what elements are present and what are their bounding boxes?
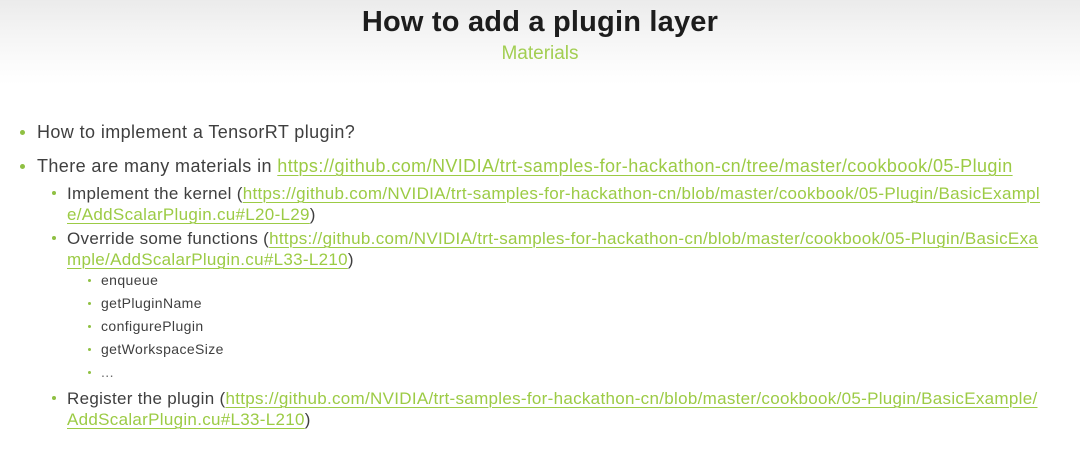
bullet-item-question: How to implement a TensorRT plugin?: [20, 122, 1048, 143]
register-text: Register the plugin (: [67, 389, 226, 408]
function-list: enqueue getPluginName configurePlugin ge…: [0, 272, 1048, 380]
list-item-function: configurePlugin: [88, 318, 1048, 334]
function-name: enqueue: [101, 272, 159, 288]
list-item-function: getWorkspaceSize: [88, 341, 1048, 357]
bullet-dot-icon: [20, 130, 25, 135]
page-subtitle: Materials: [501, 43, 579, 64]
bullet-dot-icon: [88, 371, 91, 374]
bullet-dot-icon: [20, 164, 25, 169]
materials-text: There are many materials in: [37, 156, 278, 176]
bullet-item-materials: There are many materials in https://gith…: [20, 156, 1048, 177]
page-title: How to add a plugin layer: [361, 6, 719, 38]
register-text-suffix: ): [304, 410, 311, 429]
list-item-function: getPluginName: [88, 295, 1048, 311]
kernel-text-suffix: ): [309, 205, 316, 224]
bullet-dot-icon: [52, 236, 56, 240]
materials-repo-link[interactable]: https://github.com/NVIDIA/trt-samples-fo…: [277, 156, 1013, 176]
override-text: Override some functions (: [67, 229, 270, 248]
bullet-dot-icon: [88, 302, 91, 305]
list-item-function: enqueue: [88, 272, 1048, 288]
bullet-text: Implement the kernel (https://github.com…: [67, 183, 1048, 225]
slide-header: How to add a plugin layer Materials: [0, 0, 1080, 65]
bullet-text: How to implement a TensorRT plugin?: [37, 122, 356, 142]
function-name: configurePlugin: [101, 318, 204, 334]
slide-content: How to implement a TensorRT plugin? Ther…: [0, 65, 1080, 430]
ellipsis-text: ...: [101, 364, 114, 380]
bullet-dot-icon: [88, 279, 91, 282]
function-name: getWorkspaceSize: [101, 341, 224, 357]
register-source-link[interactable]: https://github.com/NVIDIA/trt-samples-fo…: [67, 389, 1038, 429]
bullet-dot-icon: [88, 325, 91, 328]
bullet-dot-icon: [52, 396, 56, 400]
kernel-text: Implement the kernel (: [67, 184, 243, 203]
function-name: getPluginName: [101, 295, 202, 311]
bullet-item-override-functions: Override some functions (https://github.…: [52, 228, 1048, 270]
bullet-text: Register the plugin (https://github.com/…: [67, 388, 1048, 430]
bullet-text: Override some functions (https://github.…: [67, 228, 1048, 270]
override-text-suffix: ): [347, 250, 354, 269]
bullet-item-register-plugin: Register the plugin (https://github.com/…: [52, 388, 1048, 430]
override-source-link[interactable]: https://github.com/NVIDIA/trt-samples-fo…: [67, 229, 1039, 269]
bullet-dot-icon: [52, 191, 56, 195]
bullet-dot-icon: [88, 348, 91, 351]
list-item-ellipsis: ...: [88, 364, 1048, 380]
bullet-text: There are many materials in https://gith…: [37, 156, 1048, 177]
kernel-source-link[interactable]: https://github.com/NVIDIA/trt-samples-fo…: [67, 184, 1041, 224]
bullet-item-implement-kernel: Implement the kernel (https://github.com…: [52, 183, 1048, 225]
